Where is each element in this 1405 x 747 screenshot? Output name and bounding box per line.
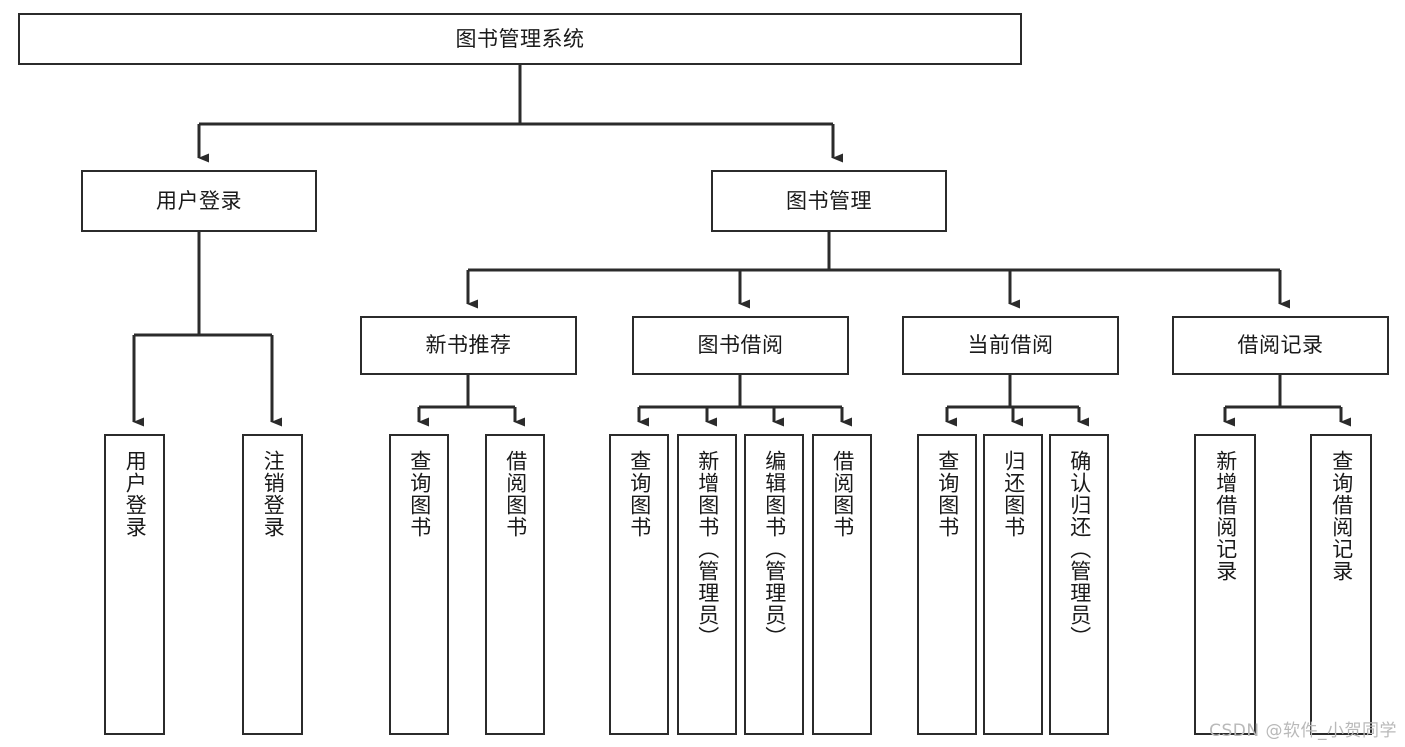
leaf-new-book-borrow[interactable]: 借阅图书 [485,434,545,735]
node-label: 归还图书 [1001,450,1026,538]
node-label: 图书管理 [786,188,872,213]
node-borrowing-record[interactable]: 借阅记录 [1172,316,1389,375]
node-label: 查询图书 [627,450,652,538]
node-label: 查询图书 [407,450,432,538]
node-label: 用户登录 [123,450,148,538]
node-new-book-recommendation[interactable]: 新书推荐 [360,316,577,375]
leaf-borrow-query-book[interactable]: 查询图书 [609,434,669,735]
node-label: 新书推荐 [425,333,512,358]
node-label: 图书管理系统 [455,26,585,51]
node-root-system[interactable]: 图书管理系统 [18,13,1022,65]
node-book-management[interactable]: 图书管理 [711,170,947,232]
node-label: 编辑图书（管理员） [762,450,787,648]
node-label: 借阅记录 [1237,333,1324,358]
node-label: 新增借阅记录 [1213,450,1238,582]
leaf-current-query-book[interactable]: 查询图书 [917,434,977,735]
leaf-record-query-record[interactable]: 查询借阅记录 [1310,434,1372,735]
node-label: 查询借阅记录 [1329,450,1354,582]
node-label: 查询图书 [935,450,960,538]
node-label: 借阅图书 [503,450,528,538]
leaf-current-return-book[interactable]: 归还图书 [983,434,1043,735]
node-label: 注销登录 [261,450,286,538]
leaf-new-book-query[interactable]: 查询图书 [389,434,449,735]
leaf-user-login-signin[interactable]: 用户登录 [104,434,165,735]
node-label: 借阅图书 [830,450,855,538]
csdn-watermark: CSDN @软件_小贺同学 [1209,721,1397,741]
node-label: 确认归还（管理员） [1067,450,1092,648]
leaf-borrow-edit-book-admin[interactable]: 编辑图书（管理员） [744,434,804,735]
leaf-borrow-borrow-book[interactable]: 借阅图书 [812,434,872,735]
leaf-record-add-record[interactable]: 新增借阅记录 [1194,434,1256,735]
node-book-borrowing[interactable]: 图书借阅 [632,316,849,375]
node-label: 当前借阅 [967,333,1054,358]
node-label: 用户登录 [156,188,242,213]
leaf-borrow-add-book-admin[interactable]: 新增图书（管理员） [677,434,737,735]
node-label: 图书借阅 [697,333,784,358]
node-label: 新增图书（管理员） [695,450,720,648]
leaf-current-confirm-return-admin[interactable]: 确认归还（管理员） [1049,434,1109,735]
leaf-user-login-signout[interactable]: 注销登录 [242,434,303,735]
node-current-borrowing[interactable]: 当前借阅 [902,316,1119,375]
node-user-login[interactable]: 用户登录 [81,170,317,232]
